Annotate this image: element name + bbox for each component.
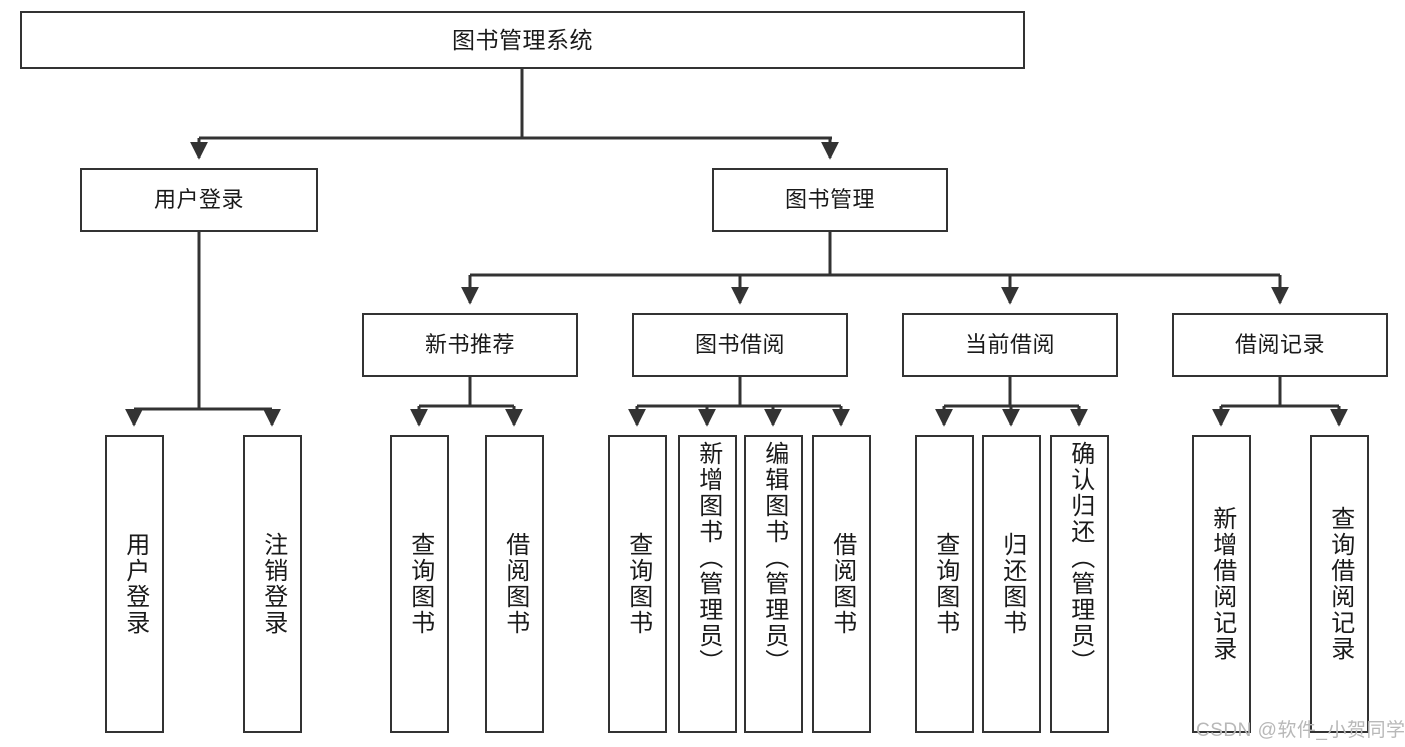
node-label: 新书推荐 xyxy=(424,332,515,358)
node-label: 查询借阅记录 xyxy=(1326,506,1354,662)
leaf-user-login[interactable]: 用户登录 xyxy=(105,435,164,733)
node-book-management[interactable]: 图书管理 xyxy=(712,168,948,232)
node-label: 用户登录 xyxy=(121,532,149,636)
leaf-logout-login[interactable]: 注销登录 xyxy=(243,435,302,733)
leaf-query-borrow-record[interactable]: 查询借阅记录 xyxy=(1310,435,1369,733)
leaf-add-book-admin[interactable]: 新增图书（管理员） xyxy=(678,435,737,733)
node-label: 借阅图书 xyxy=(501,532,529,636)
node-book-borrow[interactable]: 图书借阅 xyxy=(632,313,848,377)
node-label: 注销登录 xyxy=(259,532,287,636)
watermark: CSDN @软件_小贺同学 xyxy=(1196,720,1405,741)
node-label: 查询图书 xyxy=(406,532,434,636)
node-label: 编辑图书（管理员） xyxy=(760,441,788,675)
node-label: 新增借阅记录 xyxy=(1208,506,1236,662)
node-borrow-record[interactable]: 借阅记录 xyxy=(1172,313,1388,377)
node-label: 图书管理系统 xyxy=(452,26,593,53)
node-book-management-system[interactable]: 图书管理系统 xyxy=(20,11,1025,69)
leaf-borrow-book[interactable]: 借阅图书 xyxy=(812,435,871,733)
node-label: 查询图书 xyxy=(624,532,652,636)
node-label: 借阅记录 xyxy=(1234,332,1325,358)
leaf-edit-book-admin[interactable]: 编辑图书（管理员） xyxy=(744,435,803,733)
node-label: 当前借阅 xyxy=(964,332,1055,358)
node-current-borrow[interactable]: 当前借阅 xyxy=(902,313,1118,377)
leaf-query-book-borrow[interactable]: 查询图书 xyxy=(608,435,667,733)
node-label: 确认归还（管理员） xyxy=(1066,441,1094,675)
node-label: 用户登录 xyxy=(153,187,244,213)
leaf-borrow-book-rec[interactable]: 借阅图书 xyxy=(485,435,544,733)
leaf-query-book-rec[interactable]: 查询图书 xyxy=(390,435,449,733)
node-label: 图书管理 xyxy=(784,187,875,213)
leaf-add-borrow-record[interactable]: 新增借阅记录 xyxy=(1192,435,1251,733)
node-label: 借阅图书 xyxy=(828,532,856,636)
leaf-return-book[interactable]: 归还图书 xyxy=(982,435,1041,733)
leaf-query-book-current[interactable]: 查询图书 xyxy=(915,435,974,733)
leaf-confirm-return-admin[interactable]: 确认归还（管理员） xyxy=(1050,435,1109,733)
node-label: 查询图书 xyxy=(931,532,959,636)
node-user-login[interactable]: 用户登录 xyxy=(80,168,318,232)
node-label: 图书借阅 xyxy=(694,332,785,358)
node-label: 归还图书 xyxy=(998,532,1026,636)
node-new-book-recommend[interactable]: 新书推荐 xyxy=(362,313,578,377)
node-label: 新增图书（管理员） xyxy=(694,441,722,675)
